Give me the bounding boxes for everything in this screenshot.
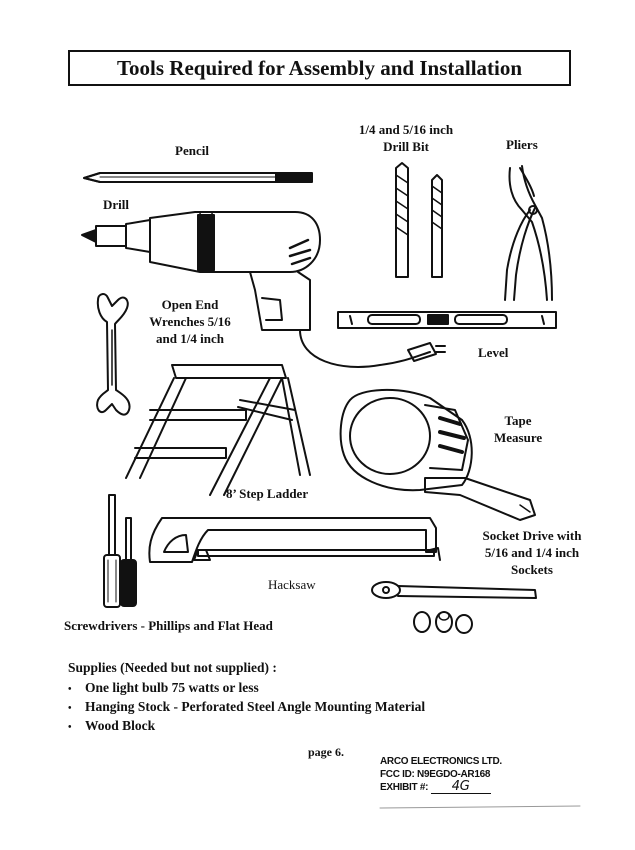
exhibit-number: 4G xyxy=(430,780,491,794)
list-item: Wood Block xyxy=(68,717,425,736)
drill-bit-label-line2: Drill Bit xyxy=(383,139,429,154)
fcc-id: FCC ID: N9EGDO-AR168 xyxy=(380,769,491,780)
socket-drive-label-line3: Sockets xyxy=(511,562,553,577)
wrench-label-line2: Wrenches 5/16 xyxy=(149,314,231,329)
step-ladder-icon xyxy=(125,364,311,496)
tape-measure-icon xyxy=(339,389,536,521)
tape-measure-label-line1: Tape xyxy=(504,413,532,428)
level-label: Level xyxy=(478,345,509,360)
supply-item-hanging-stock: Hanging Stock - Perforated Steel Angle M… xyxy=(85,699,426,714)
socket-drive-label-line2: 5/16 and 1/4 inch xyxy=(484,545,580,560)
supply-item-wood-block: Wood Block xyxy=(85,718,156,733)
socket-drive-label-line1: Socket Drive with xyxy=(482,528,582,543)
drill-bit-label: 1/4 and 5/16 inch Drill Bit xyxy=(348,121,464,155)
screwdrivers-label: Screwdrivers - Phillips and Flat Head xyxy=(64,618,273,633)
socket-drive-label: Socket Drive with 5/16 and 1/4 inch Sock… xyxy=(474,527,590,578)
wrench-label-line3: and 1/4 inch xyxy=(156,331,224,346)
exhibit-stamp: ARCO ELECTRONICS LTD. FCC ID: N9EGDO-AR1… xyxy=(380,755,502,794)
drill-bit-label-line1: 1/4 and 5/16 inch xyxy=(358,122,454,137)
title-box: Tools Required for Assembly and Installa… xyxy=(68,50,571,86)
supplies-heading: Supplies (Needed but not supplied) : xyxy=(68,660,277,675)
list-item: One light bulb 75 watts or less xyxy=(68,679,425,698)
supply-item-bulb: One light bulb 75 watts or less xyxy=(85,680,259,695)
page-number: page 6. xyxy=(308,745,344,759)
pliers-icon xyxy=(504,165,553,301)
wrench-label-line1: Open End xyxy=(161,297,219,312)
wrench-label: Open End Wrenches 5/16 and 1/4 inch xyxy=(142,296,238,347)
pliers-label: Pliers xyxy=(506,137,538,152)
exhibit-line: EXHIBIT #: 4G xyxy=(380,780,502,794)
drill-bit-icon xyxy=(395,162,443,278)
screwdriver-icon xyxy=(103,494,137,608)
company-name: ARCO ELECTRONICS LTD. xyxy=(380,756,502,767)
wrench-icon xyxy=(96,293,131,416)
tape-measure-label: Tape Measure xyxy=(494,412,542,446)
hacksaw-icon xyxy=(148,517,441,563)
tape-measure-label-line2: Measure xyxy=(494,430,543,445)
step-ladder-label: 8’ Step Ladder xyxy=(226,486,309,501)
level-icon xyxy=(337,311,557,329)
pencil-icon xyxy=(83,172,313,183)
socket-drive-icon xyxy=(371,581,537,634)
list-item: Hanging Stock - Perforated Steel Angle M… xyxy=(68,698,425,717)
pencil-label: Pencil xyxy=(175,143,209,158)
drill-label: Drill xyxy=(103,197,129,212)
supplies-list: One light bulb 75 watts or less Hanging … xyxy=(68,679,425,736)
exhibit-label: EXHIBIT #: xyxy=(380,782,429,793)
drill-icon xyxy=(81,211,446,368)
hacksaw-label: Hacksaw xyxy=(268,577,316,592)
page-title: Tools Required for Assembly and Installa… xyxy=(116,55,523,80)
